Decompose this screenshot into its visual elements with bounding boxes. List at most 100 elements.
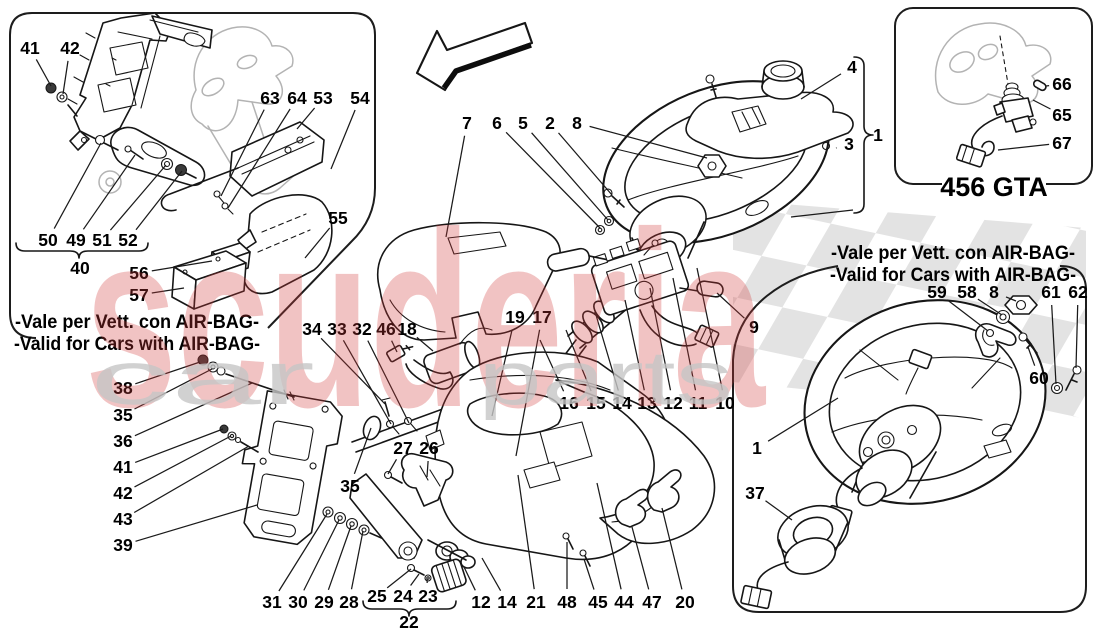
leader-line-46 (391, 340, 398, 353)
leader-line-17 (515, 329, 541, 457)
leader-line-51 (109, 164, 167, 231)
leader-line-67 (997, 143, 1050, 151)
part-label-24: 24 (393, 586, 413, 606)
switch-cluster (546, 238, 724, 348)
right-caption-line1: -Vale per Vett. con AIR-BAG- (831, 242, 1075, 264)
part-label-46: 46 (376, 319, 396, 339)
leader-line-30 (303, 519, 340, 591)
leader-line-33 (342, 339, 392, 425)
leader-line-62 (1075, 304, 1079, 369)
part-label-9: 9 (749, 317, 759, 337)
ghost-column-456 (934, 22, 1052, 105)
part-label-38: 38 (113, 378, 133, 398)
leader-line-28 (350, 530, 364, 590)
part-label-26: 26 (419, 438, 439, 458)
leader-line-12 (463, 566, 476, 591)
horn-pad-bracket (685, 60, 854, 160)
part-label-64: 64 (287, 88, 307, 108)
part-label-67: 67 (1052, 133, 1071, 153)
part-label-27: 27 (393, 438, 412, 458)
hub-connector-plug (908, 348, 933, 370)
right-panel-border (732, 265, 1087, 613)
part-label-40: 40 (70, 258, 90, 278)
leader-line-49 (82, 154, 136, 230)
part-label-16: 16 (559, 393, 579, 413)
part-label-14: 14 (497, 592, 517, 612)
leader-line-55 (304, 227, 331, 259)
part-label-41: 41 (20, 38, 40, 58)
watermark-word-parts: parts (478, 336, 733, 421)
part-label-36: 36 (113, 431, 133, 451)
part-label-65: 65 (1052, 105, 1072, 125)
leader-line-16 (539, 339, 565, 392)
right-stalk (696, 280, 724, 298)
bracket-group-brace-40 (15, 242, 149, 259)
leader-line-47 (631, 526, 650, 590)
ujoint-group-brace-22 (362, 600, 457, 617)
part-label-22: 22 (399, 612, 419, 631)
leader-line-20 (661, 507, 683, 590)
part-label-54: 54 (350, 88, 370, 108)
leader-line-34 (320, 337, 386, 405)
part-label-10: 10 (715, 393, 735, 413)
leader-line-26 (426, 460, 429, 478)
part-label-12: 12 (663, 393, 683, 413)
leader-line-52 (135, 170, 183, 231)
small-screw-set (219, 424, 259, 453)
part-label-8: 8 (989, 282, 999, 302)
ignition-switch (386, 327, 493, 390)
foam-block-57 (171, 250, 247, 310)
leader-line-4 (800, 73, 842, 100)
part-label-21: 21 (526, 592, 546, 612)
leader-line-8 (1005, 296, 1017, 302)
leader-line-53 (296, 107, 316, 130)
direction-arrow-icon (415, 21, 534, 92)
part-label-23: 23 (418, 586, 438, 606)
leader-line-27 (387, 458, 398, 475)
leader-line-6 (505, 131, 601, 229)
part-label-53: 53 (313, 88, 333, 108)
captions: -Vale per Vett. con AIR-BAG- -Valid for … (14, 172, 1076, 355)
watermark-brand-text: scuderia (85, 180, 766, 459)
leader-line-25 (386, 568, 412, 589)
part-label-18: 18 (397, 319, 417, 339)
part-label-43: 43 (113, 509, 133, 529)
ignition-key (386, 344, 414, 363)
part-label-29: 29 (314, 592, 334, 612)
part-label-32: 32 (352, 319, 372, 339)
leader-line-13 (624, 299, 645, 391)
part-label-11: 11 (689, 393, 708, 413)
assembly-brace-1 (853, 56, 874, 214)
part-label-47: 47 (642, 592, 661, 612)
part-label-4: 4 (847, 57, 857, 77)
part-label-44: 44 (614, 592, 634, 612)
leader-line-15 (565, 329, 592, 392)
leader-line-41 (35, 59, 52, 87)
part-label-31: 31 (262, 592, 282, 612)
upper-mount-bracket (67, 12, 213, 151)
left-stalk (546, 247, 607, 272)
leader-line-18 (416, 336, 434, 352)
part-label-14: 14 (612, 393, 632, 413)
steering-column-assembly (197, 221, 724, 617)
part-label-49: 49 (66, 230, 86, 250)
leader-line-35 (353, 427, 372, 475)
part-label-15: 15 (586, 393, 606, 413)
part-label-20: 20 (675, 592, 695, 612)
part-label-30: 30 (288, 592, 308, 612)
hub-nut (697, 154, 727, 178)
upper-shroud-cover (376, 221, 561, 341)
leader-line-29 (327, 525, 352, 591)
leader-line-10 (696, 267, 724, 391)
part-label-48: 48 (557, 592, 577, 612)
leader-line-60 (1027, 346, 1036, 366)
left-panel-border (9, 12, 376, 339)
leader-line-54 (330, 109, 356, 170)
leader-line-12 (649, 287, 672, 391)
inset-box-456gta (894, 7, 1093, 194)
part-label-1: 1 (873, 125, 883, 145)
leader-line-50 (53, 142, 102, 229)
